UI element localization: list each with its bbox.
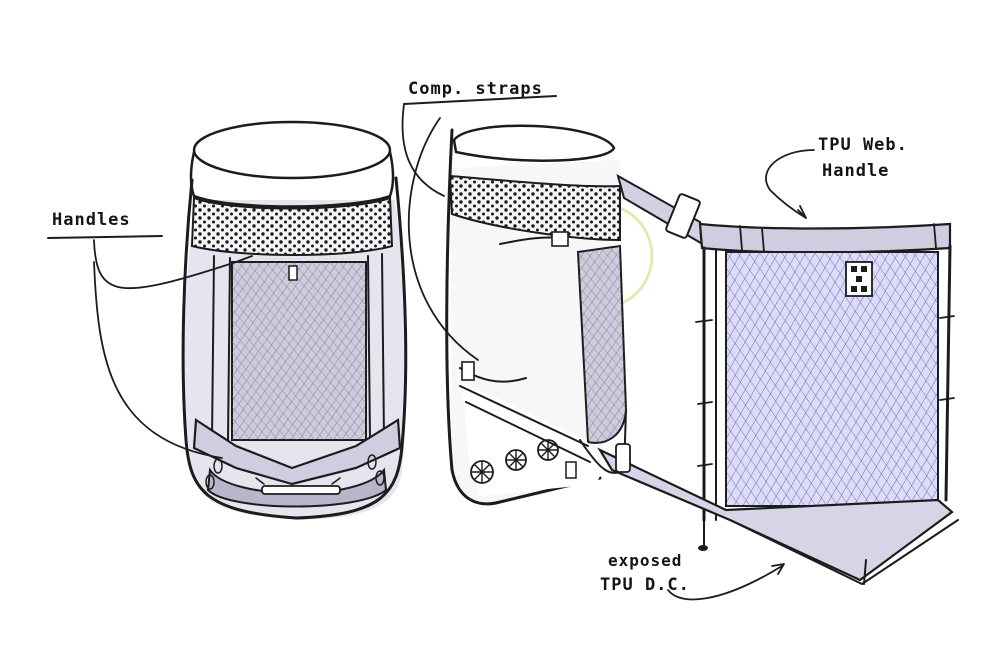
right-panel-logo-icon	[845, 261, 873, 297]
label-handles: Handles	[52, 210, 131, 230]
annotation-exposed-tpu: exposed TPU D.C.	[600, 551, 785, 601]
right-panel-web-handle	[698, 222, 952, 254]
left-pack-top-lid	[192, 120, 392, 180]
right-panel-bottom-band	[597, 447, 954, 582]
center-pack-vents	[470, 439, 559, 484]
annotation-tpu-web-handle: TPU Web. Handle	[765, 135, 908, 219]
label-tpu-dc: TPU D.C.	[600, 575, 690, 595]
left-pack-lower-band	[192, 418, 402, 486]
center-pack	[445, 124, 708, 506]
annotation-handles: Handles	[47, 210, 253, 459]
label-handle: Handle	[822, 161, 889, 181]
left-pack-mesh-band	[190, 196, 394, 256]
label-tpu-web: TPU Web.	[818, 135, 908, 155]
label-comp-straps: Comp. straps	[408, 79, 543, 99]
right-panel	[597, 222, 959, 585]
label-exposed: exposed	[608, 551, 682, 570]
center-pack-mesh-band	[448, 174, 621, 242]
left-pack-bottom-handle	[261, 485, 341, 495]
left-pack	[181, 120, 408, 520]
annotation-comp-straps: Comp. straps	[401, 79, 557, 361]
